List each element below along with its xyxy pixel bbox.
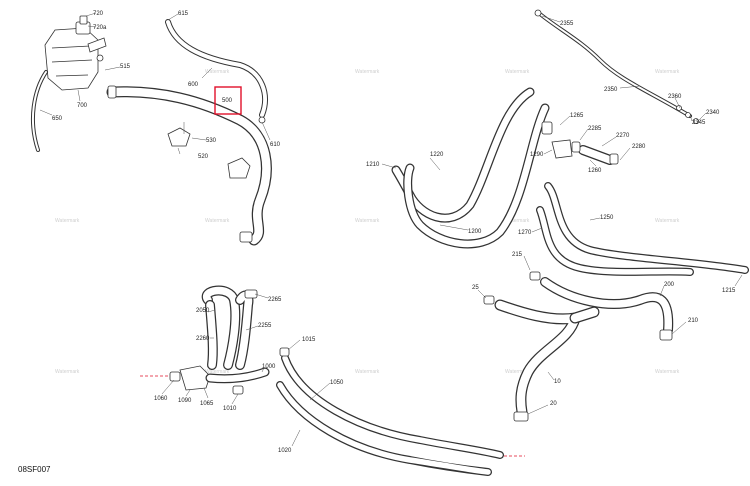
watermark-layer: Watermark Watermark Watermark Watermark …: [55, 69, 680, 375]
clamp-25: [483, 295, 495, 305]
callout-200[interactable]: 200: [664, 282, 675, 288]
leader-lines: [39, 12, 743, 447]
fitting-1290: [551, 139, 573, 159]
callout-1010[interactable]: 1010: [223, 406, 237, 412]
watermark: Watermark: [655, 69, 680, 75]
watermark: Watermark: [505, 369, 530, 375]
watermark: Watermark: [205, 369, 230, 375]
clamp-1015: [279, 347, 290, 357]
callout-1215[interactable]: 1215: [722, 288, 736, 294]
watermark: Watermark: [205, 218, 230, 224]
callout-2255[interactable]: 2255: [258, 323, 272, 329]
bracket-520: [167, 127, 191, 147]
watermark: Watermark: [355, 218, 380, 224]
watermark: Watermark: [505, 218, 530, 224]
fitting-1265: [541, 121, 553, 135]
callout-1020[interactable]: 1020: [278, 448, 292, 454]
clamp-1060: [169, 371, 181, 382]
callout-1015[interactable]: 1015: [302, 337, 316, 343]
hose-1050[interactable]: [281, 354, 504, 459]
diagram-code: 08SF007: [18, 465, 51, 474]
callout-1260[interactable]: 1260: [588, 168, 602, 174]
coolant-reservoir[interactable]: [44, 15, 107, 91]
callout-2260[interactable]: 2260: [196, 336, 210, 342]
watermark: Watermark: [55, 369, 80, 375]
callout-2280[interactable]: 2280: [632, 144, 646, 150]
watermark: Watermark: [355, 369, 380, 375]
callout-650[interactable]: 650: [52, 116, 63, 122]
callout-20[interactable]: 20: [550, 401, 557, 407]
callout-1250[interactable]: 1250: [600, 215, 614, 221]
callout-1210[interactable]: 1210: [366, 162, 380, 168]
callout-2270[interactable]: 2270: [616, 133, 630, 139]
clamp-215: [529, 271, 541, 281]
callout-1065[interactable]: 1065: [200, 401, 214, 407]
watermark: Watermark: [205, 69, 230, 75]
callout-2350[interactable]: 2350: [604, 87, 618, 93]
watermark: Watermark: [655, 218, 680, 224]
callout-210[interactable]: 210: [688, 318, 699, 324]
callout-500[interactable]: 500: [222, 98, 233, 104]
callout-2285[interactable]: 2285: [588, 126, 602, 132]
callout-2355[interactable]: 2355: [560, 21, 574, 27]
callout-1270[interactable]: 1270: [518, 230, 532, 236]
callout-1200[interactable]: 1200: [468, 229, 482, 235]
callout-515[interactable]: 515: [120, 64, 131, 70]
bracket: [227, 157, 251, 179]
fitting-610: [258, 116, 266, 124]
callout-2345[interactable]: 2345: [692, 120, 706, 126]
callout-615[interactable]: 615: [178, 11, 189, 17]
callout-610[interactable]: 610: [270, 142, 281, 148]
clamp-1010: [232, 385, 244, 395]
callout-labels: 720 720a 515 700 650 615 600 500 530 520…: [52, 11, 736, 454]
callout-1265[interactable]: 1265: [570, 113, 584, 119]
callout-1060[interactable]: 1060: [154, 396, 168, 402]
callout-2265[interactable]: 2265: [268, 297, 282, 303]
clamp-2265: [244, 289, 258, 299]
callout-10[interactable]: 10: [554, 379, 561, 385]
watermark: Watermark: [505, 69, 530, 75]
callout-2340[interactable]: 2340: [706, 110, 720, 116]
callout-600[interactable]: 600: [188, 82, 199, 88]
callout-520[interactable]: 520: [198, 154, 209, 160]
fitting-2355: [534, 9, 542, 17]
clamp-210: [659, 329, 673, 341]
callout-2050[interactable]: 2050: [196, 308, 210, 314]
callout-1090[interactable]: 1090: [178, 398, 192, 404]
callout-1290[interactable]: 1290: [530, 152, 544, 158]
callout-1050[interactable]: 1050: [330, 380, 344, 386]
clamp: [107, 85, 117, 99]
highlight-box: [214, 86, 242, 115]
clamp: [239, 231, 253, 243]
callout-1000[interactable]: 1000: [262, 364, 276, 370]
callout-700[interactable]: 700: [77, 103, 88, 109]
callout-215[interactable]: 215: [512, 252, 523, 258]
watermark: Watermark: [655, 369, 680, 375]
callout-720[interactable]: 720: [93, 11, 104, 17]
callout-530[interactable]: 530: [206, 138, 217, 144]
watermark: Watermark: [55, 218, 80, 224]
callout-25[interactable]: 25: [472, 285, 479, 291]
callout-1220[interactable]: 1220: [430, 152, 444, 158]
callout-2360[interactable]: 2360: [668, 94, 682, 100]
reservoir-outlet: [87, 37, 107, 53]
watermark: Watermark: [355, 69, 380, 75]
clamp-20: [513, 411, 529, 422]
callout-720a[interactable]: 720a: [93, 25, 107, 31]
